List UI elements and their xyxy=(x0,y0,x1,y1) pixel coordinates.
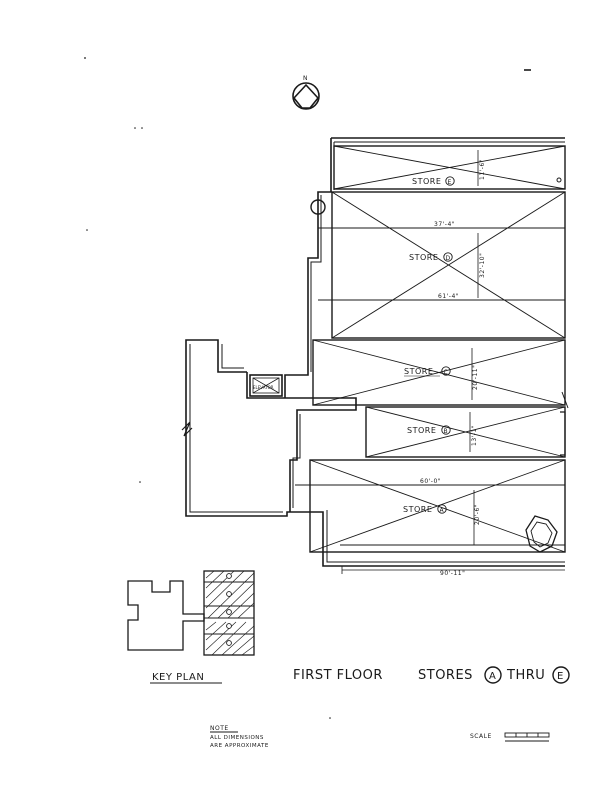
key-plan-title: KEY PLAN xyxy=(152,672,204,683)
store-e-outline xyxy=(333,145,566,190)
dim-store-c: 20'-11" xyxy=(472,365,479,390)
store-b-letter: B xyxy=(444,428,449,435)
sheet-title-thru: THRU xyxy=(506,668,545,683)
store-a-outline xyxy=(295,459,566,553)
store-b-label: STORE xyxy=(407,426,436,435)
sheet-title-stores: STORES xyxy=(418,668,473,683)
store-e-letter: E xyxy=(448,179,452,186)
dim-store-a-width: 60'-0" xyxy=(420,478,441,485)
sheet-title-prefix: FIRST FLOOR xyxy=(293,668,383,683)
specks xyxy=(84,57,531,719)
elevator-label: ELEVATOR xyxy=(253,385,274,390)
store-d-outline xyxy=(318,191,566,339)
store-d-letter: D xyxy=(446,255,451,262)
store-c-label: STORE xyxy=(404,367,433,376)
store-b-outline xyxy=(365,406,566,458)
scale-label: SCALE xyxy=(470,733,492,740)
dim-store-d-overall: 61'-4" xyxy=(438,293,459,300)
dim-overall: 90'-11" xyxy=(440,570,465,577)
building-outline xyxy=(185,137,565,567)
store-d-label: STORE xyxy=(409,253,438,262)
store-a-letter: A xyxy=(440,507,445,514)
note-heading: NOTE xyxy=(210,725,229,732)
dim-store-d-depth: 32'-10" xyxy=(479,253,486,278)
store-e-label: STORE xyxy=(412,177,441,186)
store-c-outline xyxy=(312,339,569,409)
dim-store-a-depth: 20'-6" xyxy=(474,504,481,525)
note-line-1: ALL DIMENSIONS xyxy=(210,735,264,741)
store-c-letter: C xyxy=(444,369,449,376)
dim-store-d-width: 37'-4" xyxy=(434,221,455,228)
dim-store-b: 13'-1" xyxy=(471,425,478,446)
key-plan-drawing xyxy=(127,570,255,656)
scale-bar xyxy=(504,732,550,742)
dim-store-e: 11'-6" xyxy=(479,159,486,180)
north-label: N xyxy=(303,75,308,82)
sheet-title-from: A xyxy=(489,671,496,682)
sheet-title-to: E xyxy=(557,671,564,682)
elevator-shaft xyxy=(249,374,283,397)
store-a-label: STORE xyxy=(403,505,432,514)
north-arrow xyxy=(292,82,320,110)
note-line-2: ARE APPROXIMATE xyxy=(210,743,269,749)
